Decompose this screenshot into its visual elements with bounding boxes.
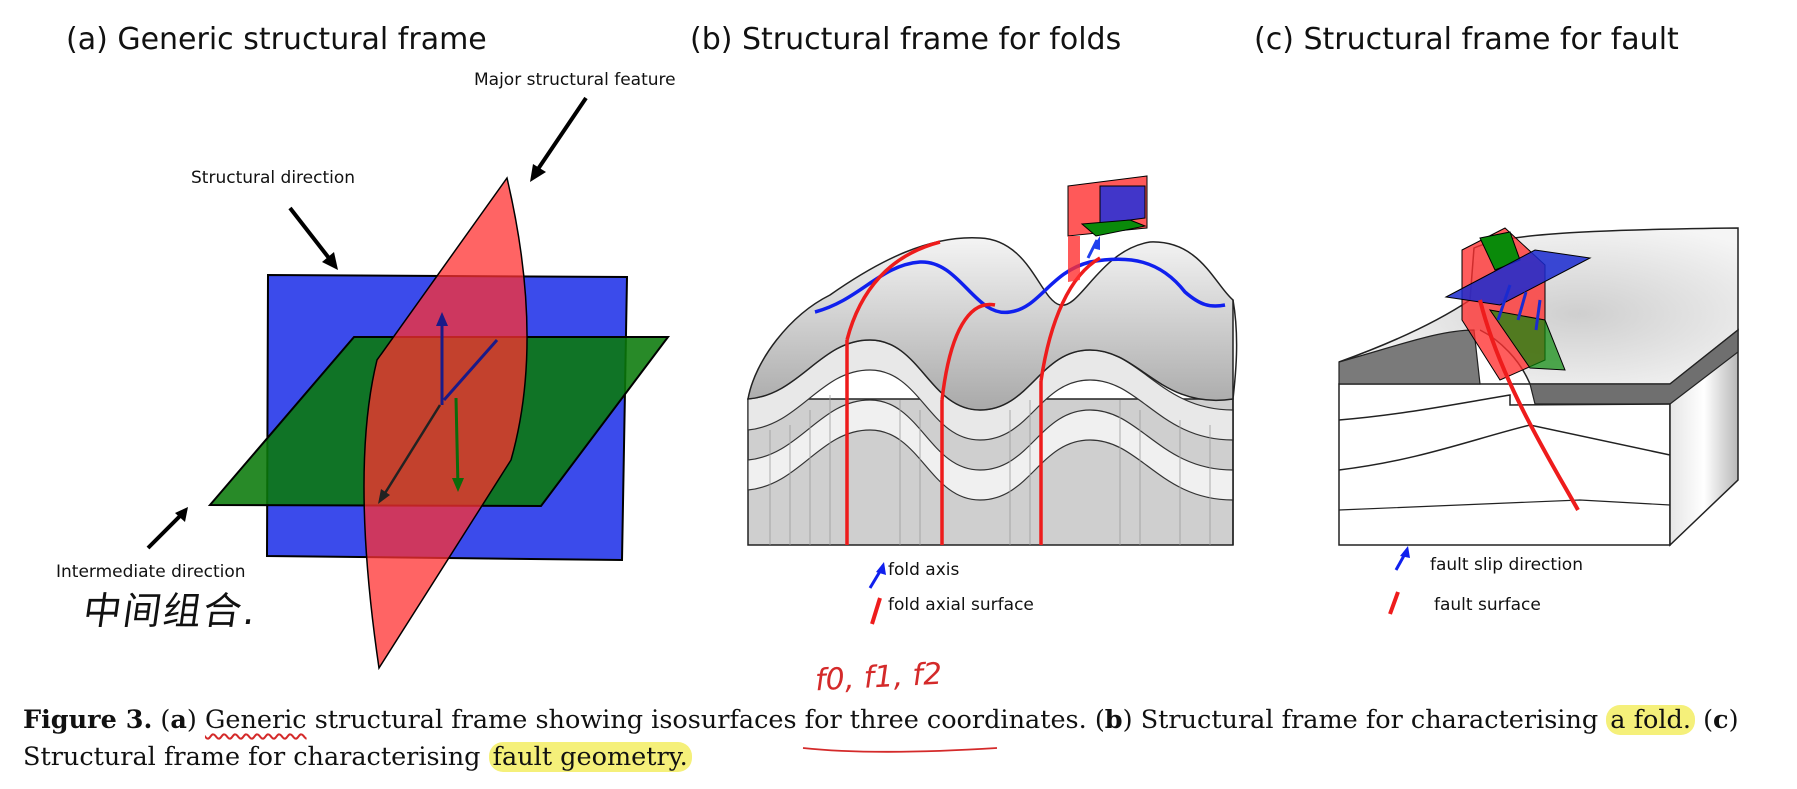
caption-a-text-1: Generic xyxy=(204,705,307,735)
caption-a-tag: a xyxy=(170,705,187,735)
structural-direction-label: Structural direction xyxy=(191,168,356,188)
major-feature-label: Major structural feature xyxy=(474,70,676,90)
fold-axial-surface-label: fold axial surface xyxy=(888,595,1034,615)
panel-a-title: (a) Generic structural frame xyxy=(66,22,487,57)
panel-b-title: (b) Structural frame for folds xyxy=(690,22,1122,57)
panel-b-diagram xyxy=(747,175,1238,625)
caption-a-text-4: three coordinates. xyxy=(849,705,1087,735)
intermediate-direction-label: Intermediate direction xyxy=(56,562,246,582)
caption-a-text-3: showing isosurfaces for xyxy=(535,705,842,735)
caption-c-text-2: frame for characterising xyxy=(163,742,481,772)
caption-b-tag: b xyxy=(1104,705,1123,735)
caption-label: Figure 3. xyxy=(23,705,153,735)
figure-caption: Figure 3. (a) Generic structural frame s… xyxy=(23,705,1739,772)
caption-c-highlight: fault geometry. xyxy=(488,742,692,772)
caption-c-text-1: Structural xyxy=(23,742,156,772)
caption-b-highlight: a fold. xyxy=(1606,705,1695,735)
panel-a-diagram xyxy=(146,96,671,671)
panel-c-title: (c) Structural frame for fault xyxy=(1254,22,1679,57)
caption-c-tag: c xyxy=(1713,705,1729,735)
caption-a-text-2: structural frame xyxy=(314,705,528,735)
red-plane xyxy=(363,176,528,671)
fold-axis-label: fold axis xyxy=(888,560,960,580)
fault-surface-label: fault surface xyxy=(1434,595,1541,615)
caption-b-text: Structural frame for characterising xyxy=(1140,705,1599,735)
panel-c-diagram xyxy=(1338,227,1739,615)
fault-slip-label: fault slip direction xyxy=(1430,555,1583,575)
